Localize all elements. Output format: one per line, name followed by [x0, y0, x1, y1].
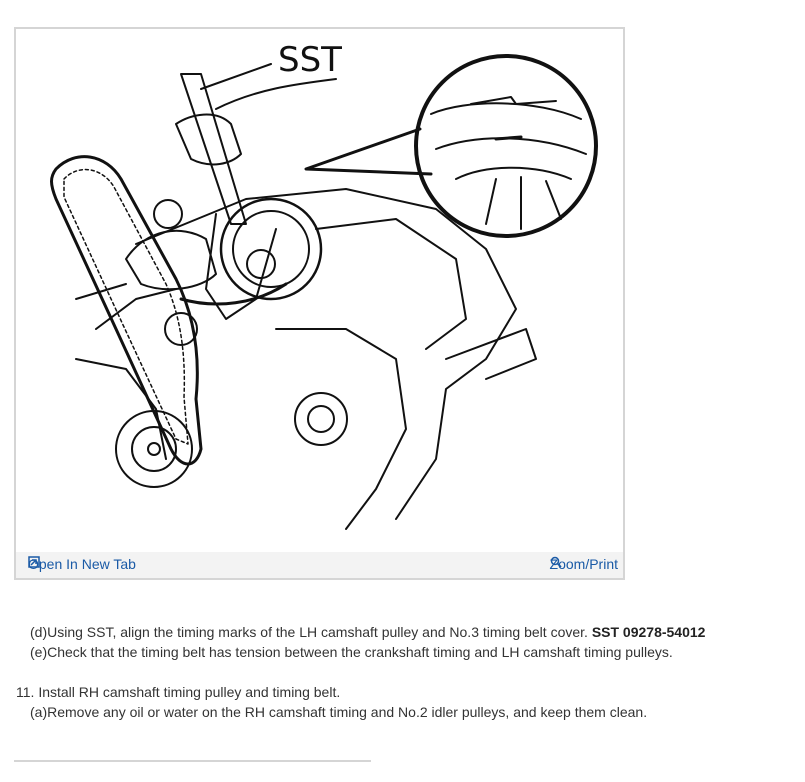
upper-hand	[175, 113, 242, 166]
sst-tool-handle	[180, 73, 247, 225]
timing-belt-teeth	[63, 168, 189, 445]
detail-callout-pointer	[304, 127, 433, 176]
timing-belt	[50, 155, 203, 466]
sst-tool-head	[205, 213, 277, 320]
open-in-new-tab-link[interactable]: Open In New Tab	[28, 556, 136, 572]
sst-leader-line	[200, 63, 272, 90]
detail-callout-circle	[414, 54, 598, 238]
timing-belt-illustration: SST	[50, 40, 598, 530]
step-11-heading: 11. Install RH camshaft timing pulley an…	[16, 684, 341, 700]
engine-side-outline	[445, 328, 537, 380]
engine-lower-outline	[275, 328, 407, 530]
detail-timing-mark-cover	[470, 96, 557, 105]
detail-pulley-inner-rim	[455, 166, 572, 180]
open-in-new-tab-icon	[28, 556, 40, 568]
zoom-print-label: Zoom/Print	[549, 556, 618, 572]
engine-left-outline	[95, 288, 177, 330]
illustration-figure: SST Open In New Tab Zoom/Print	[14, 27, 625, 580]
timing-belt-upper-run	[179, 282, 288, 306]
idler-pulley-upper	[153, 199, 183, 229]
step-d: (d)Using SST, align the timing marks of …	[30, 622, 705, 642]
detail-cover-edge	[430, 102, 582, 120]
camshaft-pulley-inner	[232, 210, 310, 288]
upper-arm	[215, 78, 337, 110]
lower-arm	[75, 283, 127, 300]
engine-cover-outline	[315, 218, 467, 350]
zoom-print-link[interactable]: Zoom/Print	[550, 556, 618, 572]
magnifier-icon	[550, 556, 562, 568]
pump-pulley	[294, 392, 348, 446]
pump-pulley-inner	[307, 405, 335, 433]
detail-spoke-1	[485, 178, 497, 225]
open-in-new-tab-label: Open In New Tab	[28, 556, 136, 572]
detail-pulley-rim	[435, 137, 587, 155]
next-figure-frame	[14, 760, 371, 782]
crankshaft-pulley	[115, 410, 193, 488]
detail-timing-mark-pulley	[494, 135, 523, 141]
crankshaft-pulley-hub	[147, 442, 161, 456]
step-d-sst-number: SST 09278-54012	[591, 624, 706, 640]
step-a: (a)Remove any oil or water on the RH cam…	[30, 704, 648, 720]
crankshaft-pulley-inner	[131, 426, 177, 472]
detail-spoke-3	[545, 180, 562, 220]
step-e: (e)Check that the timing belt has tensio…	[30, 644, 673, 660]
lower-hand	[125, 229, 217, 291]
engine-left-lower-outline	[75, 358, 167, 460]
sst-callout-label: SST	[278, 40, 342, 80]
step-d-text: (d)Using SST, align the timing marks of …	[30, 624, 592, 640]
camshaft-pulley	[219, 197, 323, 301]
camshaft-pulley-hub	[246, 249, 276, 279]
figure-toolbar: Open In New Tab Zoom/Print	[16, 552, 623, 578]
idler-pulley-lower	[164, 312, 198, 346]
engine-block-outline	[135, 188, 517, 520]
